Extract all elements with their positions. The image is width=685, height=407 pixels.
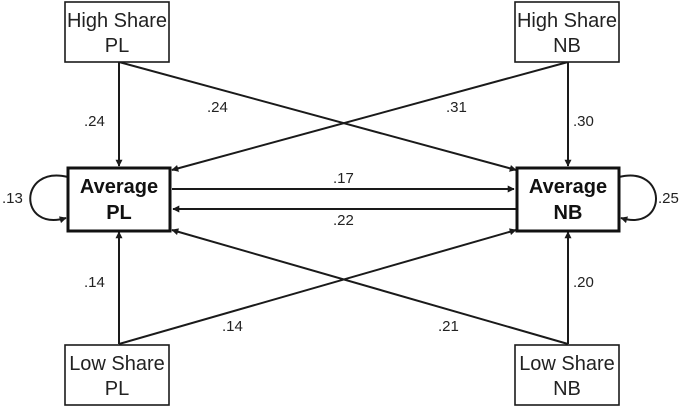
node-low-share-nb-line1: Low Share bbox=[519, 353, 615, 375]
edge-high-nb-to-avg-pl bbox=[171, 61, 569, 172]
self-loop-avg-nb bbox=[618, 174, 657, 224]
node-average-pl-line1: Average bbox=[80, 176, 158, 198]
label-avg-nb-self: .25 bbox=[658, 190, 679, 207]
label-avg-pl-to-avg-nb: .17 bbox=[333, 170, 354, 187]
node-high-share-nb-line1: High Share bbox=[517, 10, 617, 32]
label-low-nb-to-avg-nb: .20 bbox=[573, 274, 594, 291]
label-high-nb-to-avg-pl: .31 bbox=[446, 99, 467, 116]
node-high-share-nb-line2: NB bbox=[553, 35, 581, 57]
node-high-share-nb: High Share NB bbox=[514, 1, 620, 63]
edge-low-nb-to-avg-pl bbox=[171, 228, 569, 345]
node-low-share-pl-line1: Low Share bbox=[69, 353, 165, 375]
label-high-nb-to-avg-nb: .30 bbox=[573, 113, 594, 130]
node-average-nb-line1: Average bbox=[529, 176, 607, 198]
node-high-share-pl-line1: High Share bbox=[67, 10, 167, 32]
node-average-pl-line2: PL bbox=[106, 202, 132, 224]
edge-high-pl-to-avg-nb bbox=[118, 61, 517, 172]
self-loop-avg-pl bbox=[29, 174, 69, 224]
node-low-share-pl-line2: PL bbox=[105, 378, 129, 400]
node-low-share-pl: Low Share PL bbox=[64, 344, 170, 406]
label-low-pl-to-avg-nb: .14 bbox=[222, 318, 243, 335]
node-low-share-nb-line2: NB bbox=[553, 378, 581, 400]
node-average-nb-line2: NB bbox=[554, 202, 583, 224]
label-low-nb-to-avg-pl: .21 bbox=[438, 318, 459, 335]
node-high-share-pl: High Share PL bbox=[64, 1, 170, 63]
label-low-pl-to-avg-pl: .14 bbox=[84, 274, 105, 291]
node-high-share-pl-line2: PL bbox=[105, 35, 129, 57]
label-avg-nb-to-avg-pl: .22 bbox=[333, 212, 354, 229]
node-average-pl: Average PL bbox=[66, 166, 172, 233]
label-high-pl-to-avg-pl: .24 bbox=[84, 113, 105, 130]
node-low-share-nb: Low Share NB bbox=[514, 344, 620, 406]
node-average-nb: Average NB bbox=[515, 166, 621, 233]
label-high-pl-to-avg-nb: .24 bbox=[207, 99, 228, 116]
label-avg-pl-self: .13 bbox=[2, 190, 23, 207]
edge-low-pl-to-avg-nb bbox=[118, 228, 517, 345]
